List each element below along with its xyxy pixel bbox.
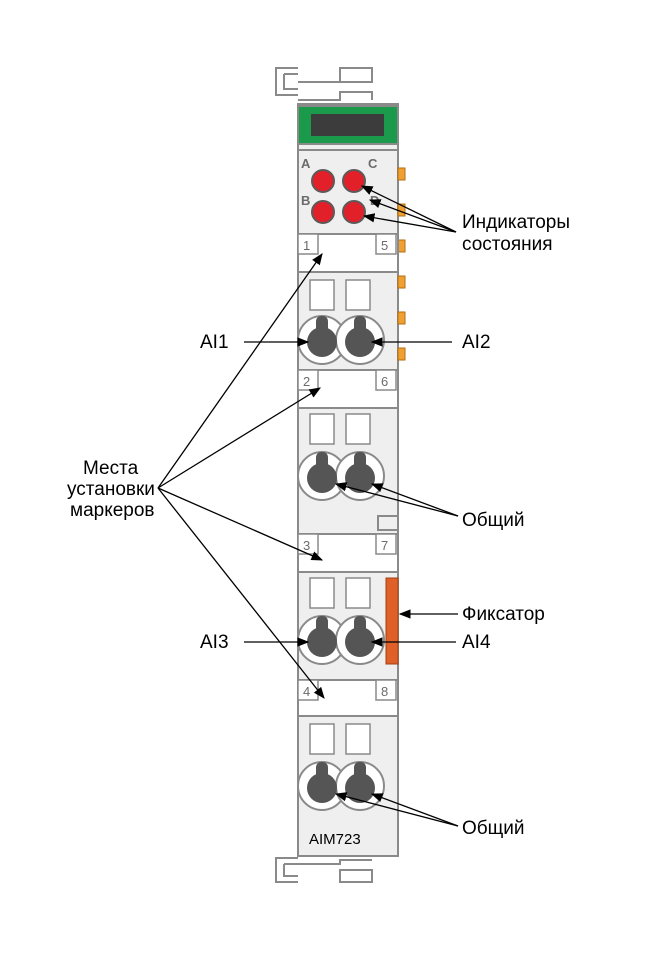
label-common-2: Общий [462, 818, 525, 839]
marker-slot-4: 4 8 [297, 679, 399, 717]
side-notch [377, 515, 398, 531]
svg-text:7: 7 [381, 538, 388, 553]
svg-text:4: 4 [303, 684, 310, 699]
svg-text:2: 2 [303, 374, 310, 389]
svg-text:8: 8 [381, 684, 388, 699]
terminal-block-2 [297, 413, 385, 501]
arrows-common-1 [334, 482, 459, 517]
label-markers-3: маркеров [70, 500, 155, 521]
svg-text:3: 3 [303, 538, 310, 553]
rail-clip-bottom [275, 857, 373, 883]
marker-slot-3: 3 7 [297, 533, 399, 573]
terminal-block-4 [297, 723, 385, 811]
terminal-block-3 [297, 577, 385, 665]
led-label-a: A [301, 156, 311, 171]
led-c [342, 169, 366, 193]
marker-slot-1: 1 5 [297, 233, 399, 273]
led-a [311, 169, 335, 193]
label-markers-1: Места [83, 458, 139, 479]
label-markers-2: установки [67, 479, 155, 500]
top-cover-window [311, 114, 384, 136]
label-ai1: AI1 [200, 332, 229, 353]
led-d [342, 200, 366, 224]
marker-slot-2: 2 6 [297, 369, 399, 409]
orange-tabs [397, 167, 406, 361]
svg-text:6: 6 [381, 374, 388, 389]
rail-clip-top [275, 67, 373, 101]
label-ai4: AI4 [462, 632, 491, 653]
model-label: AIM723 [309, 831, 361, 848]
led-label-b: B [301, 193, 310, 208]
label-ai3: AI3 [200, 632, 229, 653]
arrows-common-2 [334, 792, 459, 827]
arrows-marker-places [157, 253, 325, 699]
svg-text:5: 5 [381, 238, 388, 253]
led-b [311, 200, 335, 224]
label-ai2: AI2 [462, 332, 491, 353]
label-latch: Фиксатор [462, 604, 545, 625]
label-common-1: Общий [462, 510, 525, 531]
label-status-indicators-2: состояния [462, 234, 553, 255]
led-label-c: C [368, 156, 378, 171]
svg-text:1: 1 [303, 238, 310, 253]
terminal-block-1 [297, 279, 385, 365]
arrows-status-indicators [360, 185, 457, 233]
latch-bar [385, 577, 399, 665]
label-status-indicators-1: Индикаторы [462, 212, 570, 233]
